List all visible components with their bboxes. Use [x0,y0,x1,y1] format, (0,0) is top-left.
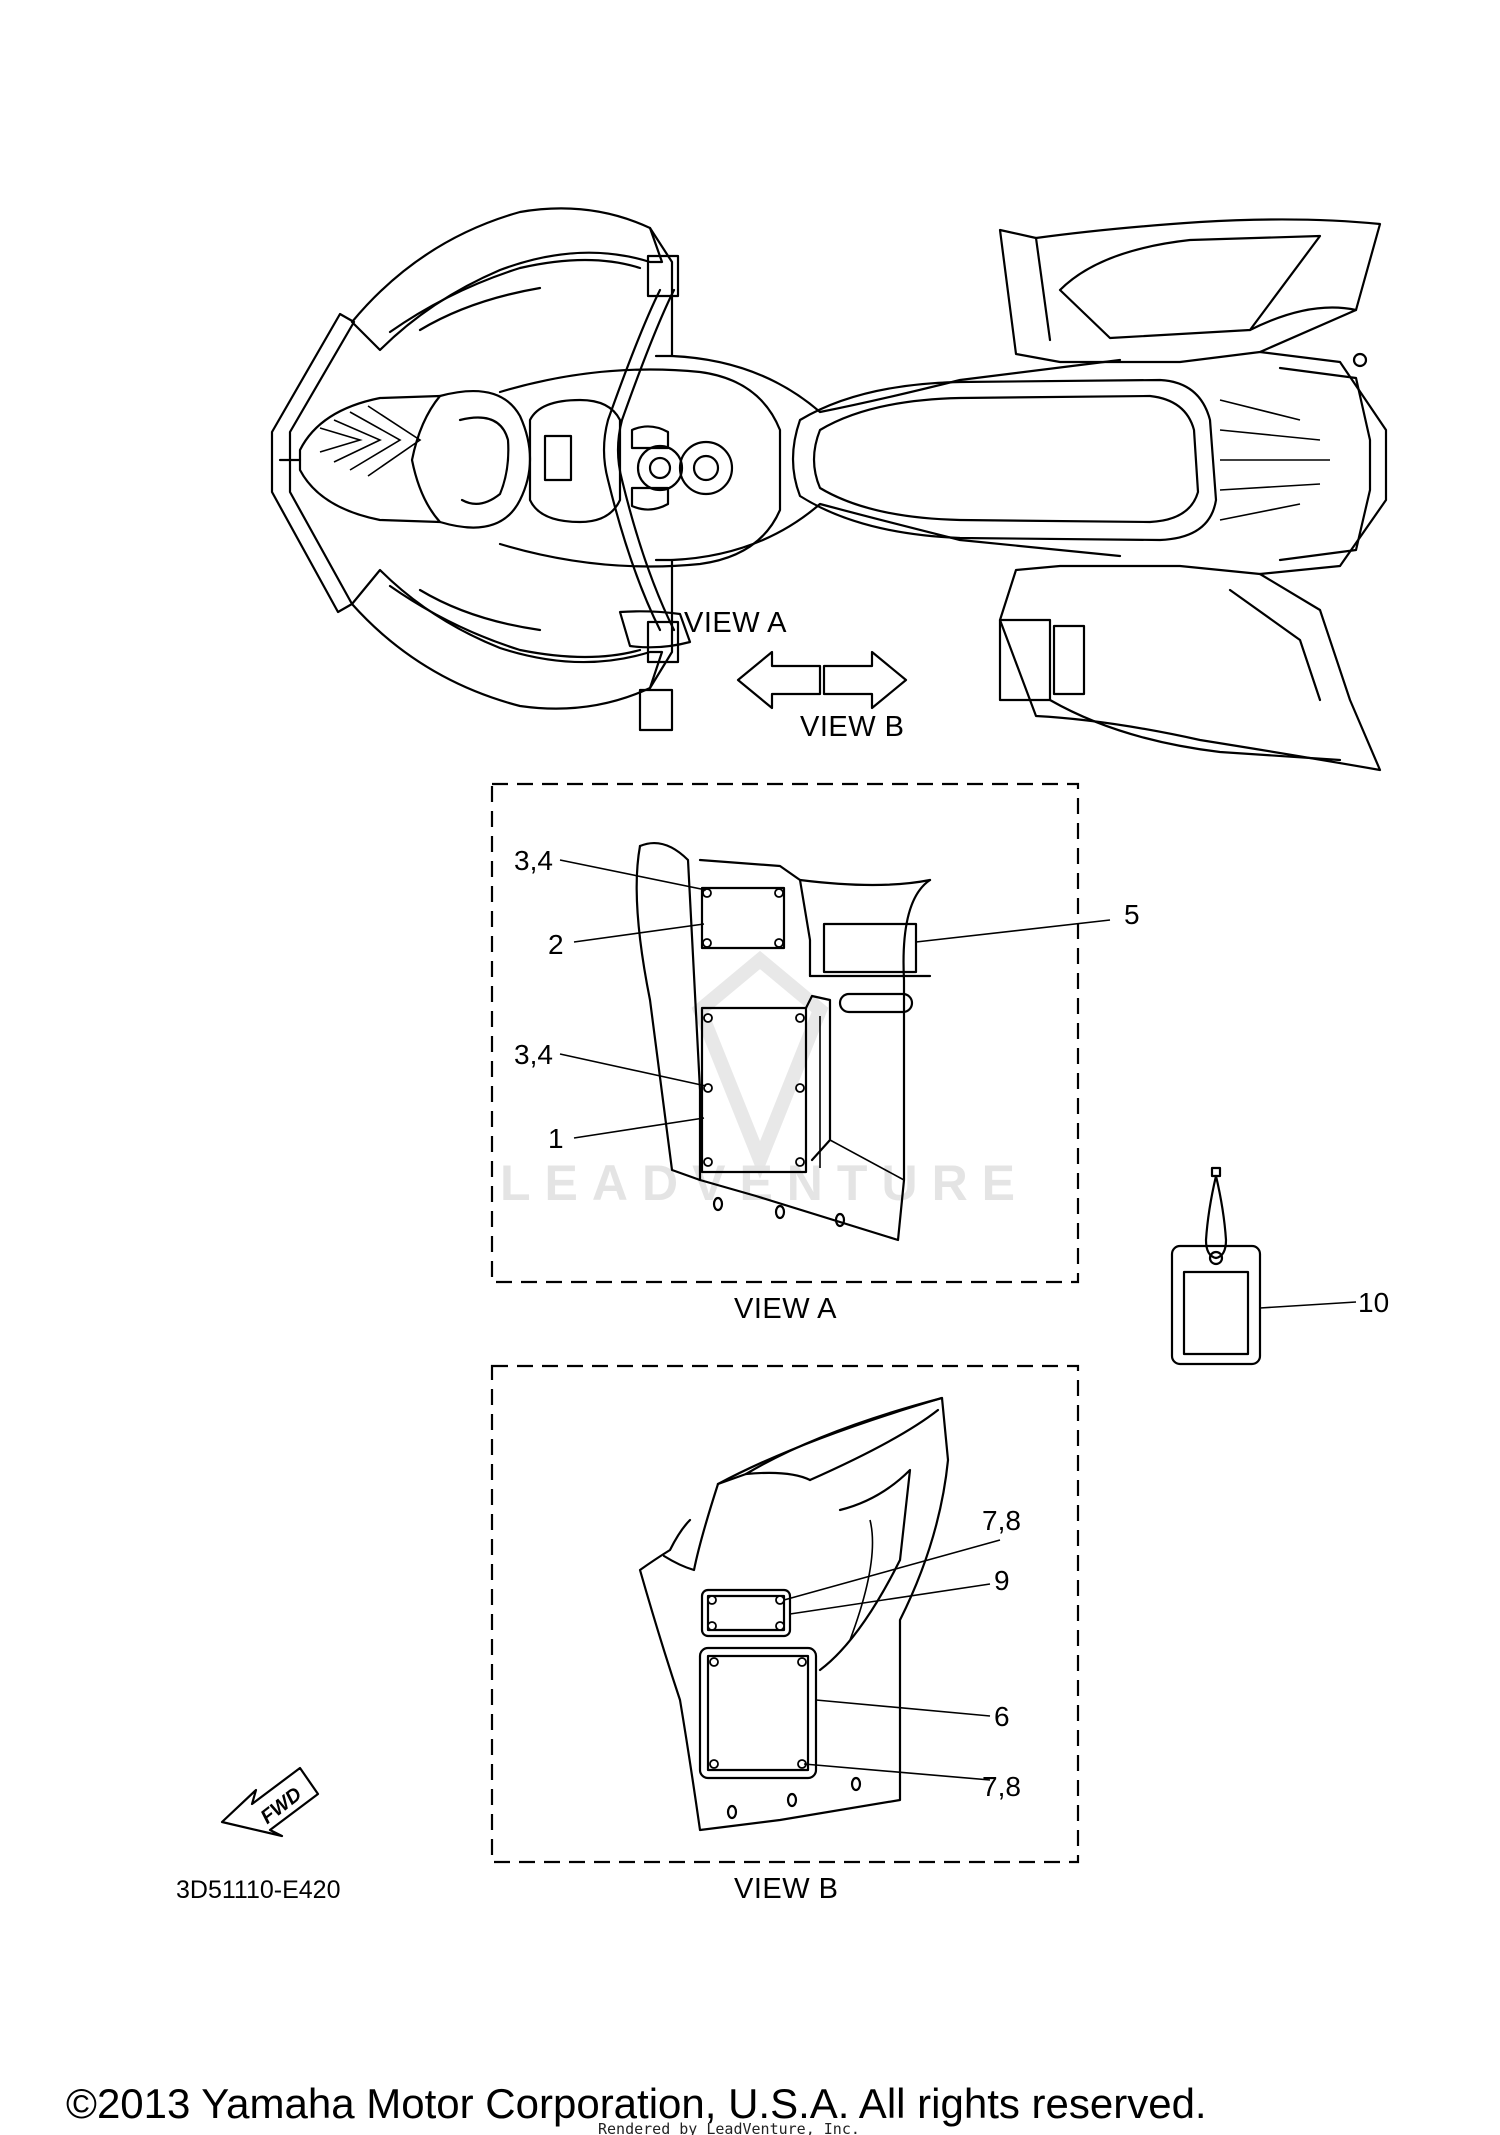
callout-5: 5 [1124,899,1140,930]
view-a-arrow-icon [736,650,822,710]
watermark-text: LEADVENTURE [500,1155,1029,1211]
callout-6: 6 [994,1701,1010,1732]
copyright-notice: ©2013 Yamaha Motor Corporation, U.S.A. A… [66,2080,1207,2127]
callout-7-8-top: 7,8 [982,1505,1021,1536]
callout-7-8-bottom: 7,8 [982,1771,1021,1802]
callout-2: 2 [548,929,564,960]
callout-1: 1 [548,1123,564,1154]
callout-10: 10 [1358,1287,1389,1318]
view-b-caption: VIEW B [734,1873,839,1905]
view-a-panel: 3,4 2 5 3,4 1 VIEW A [490,782,1140,1325]
tag-item-10: 10 [1170,1166,1389,1366]
fwd-arrow-icon [220,1766,320,1838]
view-a-caption: VIEW A [734,1293,837,1325]
view-arrows: VIEW A VIEW B [684,607,908,743]
rendered-by: Rendered by LeadVenture, Inc. [598,2120,860,2135]
atv-top-view [270,207,1388,772]
view-b-arrow-icon [822,650,908,710]
callout-3-4-top: 3,4 [514,845,553,876]
diagram-code: 3D51110-E420 [176,1876,340,1904]
watermark: LEADVENTURE [500,950,1029,1211]
callout-9: 9 [994,1565,1010,1596]
view-a-arrow-label: VIEW A [684,607,787,639]
fwd-indicator: FWD 3D51110-E420 [176,1766,340,1904]
view-b-panel: 7,8 9 6 7,8 VIEW B [490,1364,1080,1905]
view-b-arrow-label: VIEW B [800,711,905,743]
callout-3-4-mid: 3,4 [514,1039,553,1070]
